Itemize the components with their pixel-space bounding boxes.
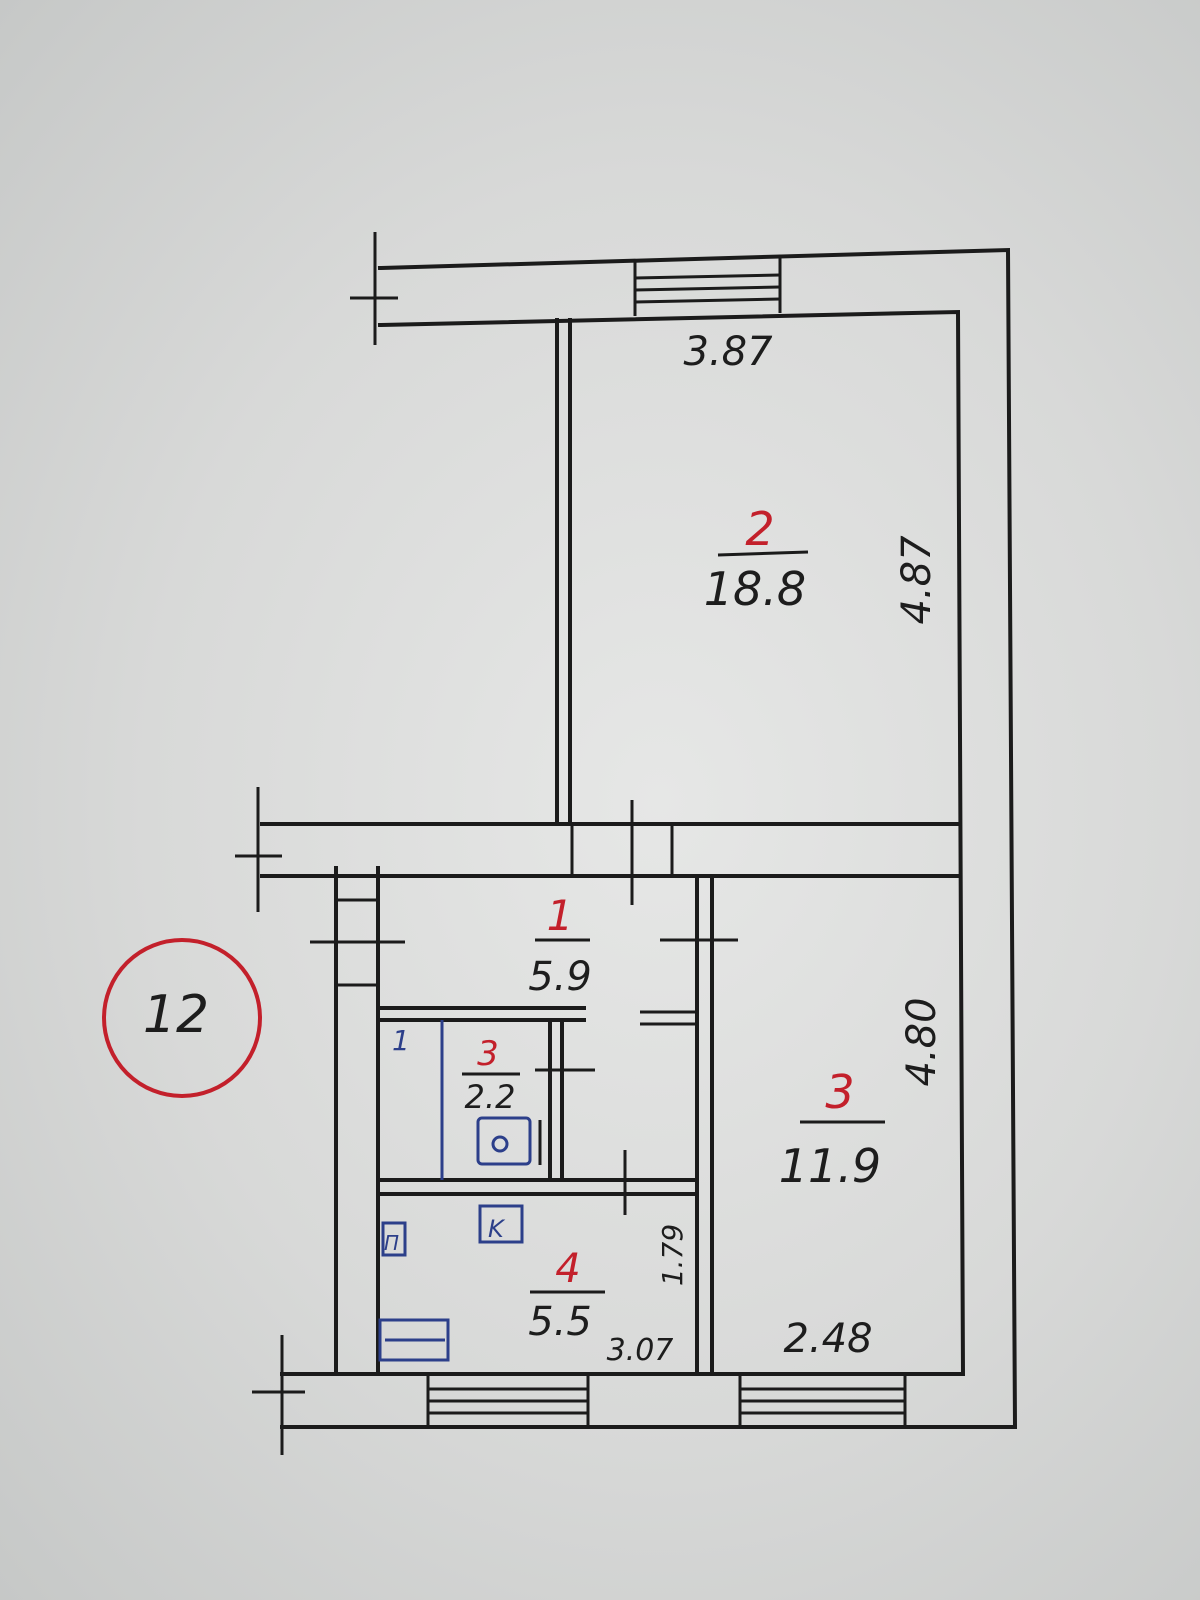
room-4-area: 5.5 (528, 1299, 592, 1345)
windows (426, 258, 907, 1427)
dimension-top-width: 3.87 (683, 329, 773, 375)
room-1-number: 1 (547, 891, 574, 940)
room-2-number: 2 (745, 502, 774, 556)
dimension-living-width: 2.48 (783, 1316, 872, 1362)
stove-icon (478, 1204, 524, 1244)
kitchen-fixtures (378, 1204, 524, 1362)
kitchen-counter-icon (378, 1318, 450, 1362)
dimension-kitchen-width: 3.07 (607, 1333, 674, 1368)
stove-mark: K (488, 1215, 506, 1243)
bathroom-area: 2.2 (465, 1078, 516, 1116)
bath-mark: 1 (392, 1024, 410, 1057)
exterior-walls (280, 247, 1018, 1429)
dimension-bedroom-length: 4.87 (894, 535, 940, 625)
room-3-number: 3 (825, 1065, 854, 1119)
room-1-area: 5.9 (528, 954, 592, 1000)
room-2-area: 18.8 (704, 562, 806, 616)
dimension-kitchen-depth: 1.79 (656, 1224, 689, 1286)
room-4-number: 4 (555, 1246, 580, 1292)
bathroom-number: 3 (477, 1034, 499, 1074)
wall-break-markers (235, 232, 398, 1455)
dimension-living-length: 4.80 (899, 997, 945, 1086)
sink-icon (381, 1221, 407, 1257)
plan-number-stamp (102, 938, 262, 1098)
toilet-icon (476, 1116, 532, 1166)
plan-number: 12 (143, 985, 209, 1045)
bathroom-fixtures (440, 1020, 542, 1180)
toilet-bowl-icon (491, 1135, 509, 1153)
room-3-area: 11.9 (779, 1139, 881, 1193)
sink-mark: П (384, 1231, 399, 1255)
interior-walls (260, 318, 962, 1376)
